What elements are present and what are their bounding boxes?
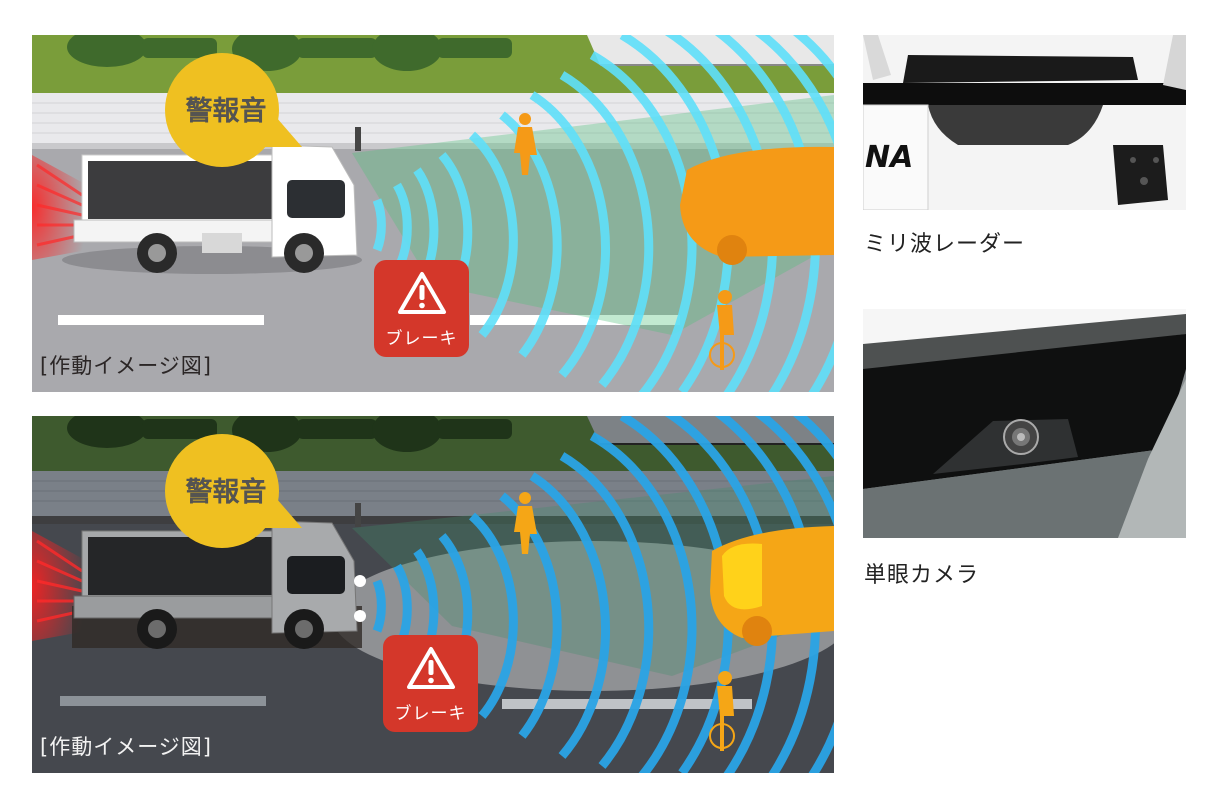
vehicle-emblem: NA	[865, 140, 913, 175]
brake-label: ブレーキ	[385, 329, 458, 349]
operation-image-caption: [作動イメージ図]	[40, 735, 212, 759]
car-ahead	[710, 526, 834, 646]
brake-label: ブレーキ	[394, 704, 467, 724]
alarm-sound-label: 警報音	[185, 477, 267, 508]
brake-badge: ブレーキ	[383, 635, 478, 732]
brake-badge: ブレーキ	[374, 260, 469, 357]
pedestrian	[514, 492, 537, 554]
cyclist	[709, 290, 735, 370]
truck	[62, 127, 362, 274]
alarm-sound-label: 警報音	[185, 96, 267, 127]
camera-caption: 単眼カメラ	[864, 563, 980, 588]
operation-image-caption: [作動イメージ図]	[40, 354, 212, 378]
truck	[72, 503, 366, 649]
alarm-bubble-shape	[165, 53, 302, 167]
millimeter-wave-radar-photo: NA	[863, 35, 1186, 210]
rear-warning-glow	[32, 155, 87, 260]
radar-caption: ミリ波レーダー	[864, 232, 1026, 257]
warning-triangle-icon	[398, 272, 446, 314]
car-ahead	[680, 146, 834, 265]
scene-night-illustration: 警報音 ブレーキ [作動イメージ図]	[32, 416, 834, 773]
alarm-bubble-shape	[165, 434, 302, 548]
monocular-camera-photo	[863, 309, 1186, 538]
pedestrian	[514, 113, 537, 175]
scene-day-illustration: 警報音 ブレーキ [作動イメージ図]	[32, 35, 834, 392]
cyclist	[709, 671, 735, 751]
warning-triangle-icon	[407, 647, 455, 689]
